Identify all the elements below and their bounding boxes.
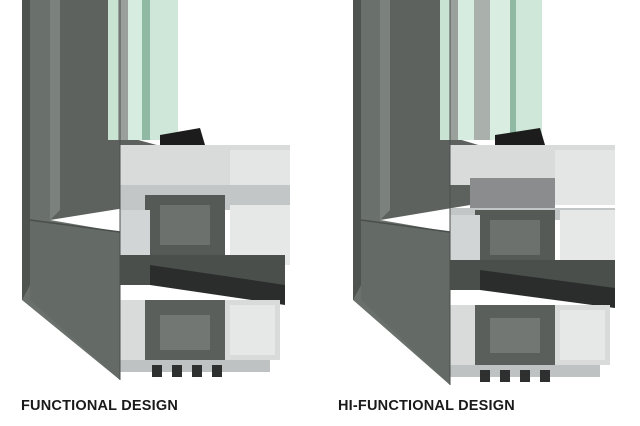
glass-pane-2: [128, 0, 142, 140]
spacer-bar-1: [450, 0, 458, 140]
caption-functional-design: FUNCTIONAL DESIGN: [21, 398, 178, 414]
glass-pane-3: [490, 0, 510, 140]
outer-frame-top-strip: [353, 0, 361, 300]
spacer-bar: [118, 0, 128, 140]
frame-lower-face: [30, 220, 120, 380]
profile-cross-section: [450, 145, 615, 382]
hi-functional-design-panel: HI-FUNCTIONAL DESIGN: [320, 0, 640, 426]
outer-frame-top-strip: [22, 0, 30, 300]
spacer-bar-2: [474, 0, 490, 140]
functional-design-panel: FUNCTIONAL DESIGN: [21, 0, 290, 414]
glass-pane-4: [516, 0, 542, 140]
spacer-bar-3: [510, 0, 516, 140]
functional-profile-image: [22, 0, 290, 380]
sash-highlight: [50, 0, 60, 220]
sash-highlight: [380, 0, 390, 220]
glass-pane-3: [150, 0, 178, 140]
profile-cross-section: [120, 145, 290, 377]
frame-lower-face: [361, 220, 450, 385]
glass-pane-2: [458, 0, 474, 140]
glass-pane-1: [440, 0, 450, 140]
glass-pane-edge: [142, 0, 150, 140]
glass-pane-1: [108, 0, 118, 140]
hi-functional-profile-image: [353, 0, 615, 385]
insulation-foam: [470, 178, 555, 208]
caption-hi-functional-design: HI-FUNCTIONAL DESIGN: [338, 398, 515, 414]
